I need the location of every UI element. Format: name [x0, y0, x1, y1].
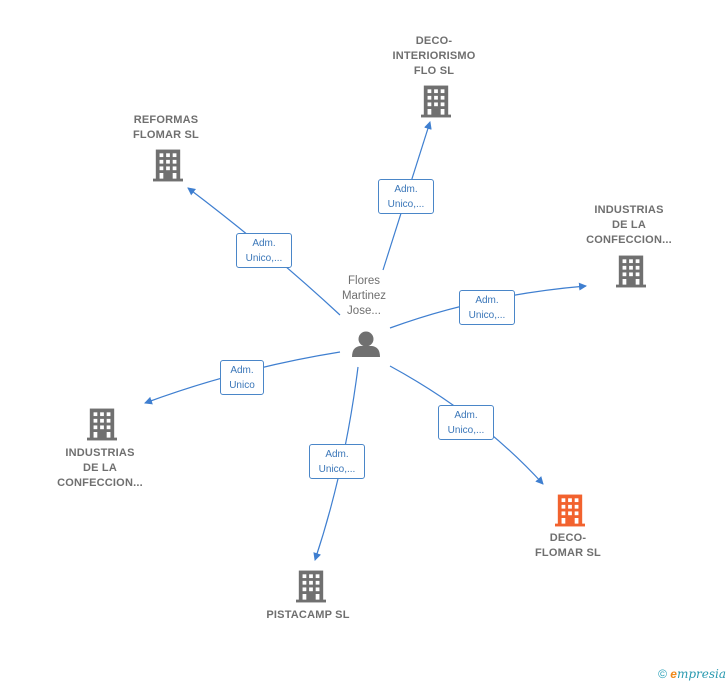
- copyright-symbol: ©: [658, 667, 667, 681]
- company-label-industrias-left[interactable]: INDUSTRIAS DE LA CONFECCION...: [57, 447, 143, 489]
- company-label-reformas[interactable]: REFORMAS FLOMAR SL: [133, 114, 199, 141]
- building-icon-reformas[interactable]: [153, 149, 183, 182]
- building-icon-deco-flomar[interactable]: [555, 494, 585, 527]
- edge-label-deco-flomar[interactable]: Adm. Unico,...: [438, 405, 494, 440]
- brand-name: mpresia: [676, 667, 726, 681]
- edge-label-industrias-right[interactable]: Adm. Unico,...: [459, 290, 515, 325]
- building-icon-deco-interiorismo[interactable]: [421, 85, 451, 118]
- edge-label-pistacamp[interactable]: Adm. Unico,...: [309, 444, 365, 479]
- company-label-deco-interiorismo[interactable]: DECO- INTERIORISMO FLO SL: [392, 35, 476, 77]
- company-label-industrias-right[interactable]: INDUSTRIAS DE LA CONFECCION...: [586, 204, 672, 246]
- copyright-footer: © empresia: [658, 667, 726, 681]
- company-label-deco-flomar[interactable]: DECO- FLOMAR SL: [535, 532, 601, 559]
- building-icon-industrias-right[interactable]: [616, 255, 646, 288]
- edge-label-deco-interiorismo[interactable]: Adm. Unico,...: [378, 179, 434, 214]
- building-icon-pistacamp[interactable]: [296, 570, 326, 603]
- company-label-pistacamp[interactable]: PISTACAMP SL: [266, 609, 350, 621]
- building-icon-industrias-left[interactable]: [87, 408, 117, 441]
- brand-logo-e: e: [670, 667, 677, 681]
- person-icon[interactable]: [352, 331, 380, 358]
- edge-label-industrias-left[interactable]: Adm. Unico: [220, 360, 264, 395]
- person-label[interactable]: Flores Martinez Jose...: [341, 275, 387, 317]
- edge-label-reformas[interactable]: Adm. Unico,...: [236, 233, 292, 268]
